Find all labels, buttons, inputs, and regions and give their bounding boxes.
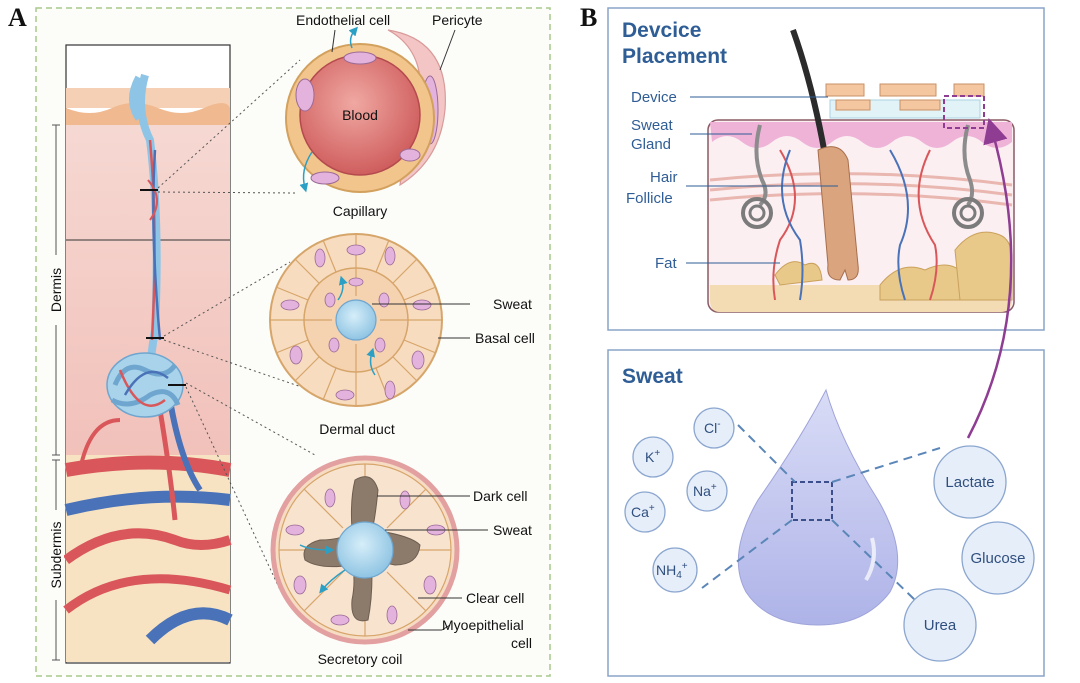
sweat-panel: Sweat Cl- K+ Na+ Ca+ NH4+ <box>607 349 1045 677</box>
na-label: Na+ <box>693 482 717 499</box>
secretory-coil-caption: Secretory coil <box>318 651 403 667</box>
pericyte-label: Pericyte <box>432 12 483 28</box>
endothelial-label: Endothelial cell <box>296 12 390 28</box>
urea-bubble <box>903 588 977 662</box>
cl-ion-bubble <box>693 407 735 449</box>
hair-follicle-label-2: Follicle <box>626 190 673 207</box>
capillary-diagram: Blood Endothelial cell Pericyte Capillar… <box>285 12 483 219</box>
na-ion-bubble <box>686 470 728 512</box>
myoepithelial-label-1: Myoepithelial <box>442 617 524 633</box>
sweat-gland-label-1: Sweat <box>631 117 674 134</box>
sweat-title: Sweat <box>622 365 683 388</box>
k-label: K+ <box>645 448 660 465</box>
ca-label: Ca+ <box>631 503 655 520</box>
hair-follicle-label-1: Hair <box>650 169 678 186</box>
wearable-device <box>825 83 985 129</box>
lactate-label: Lactate <box>945 474 994 491</box>
subdermis-label: Subdermis <box>48 522 64 589</box>
cl-label: Cl- <box>704 419 721 436</box>
placement-title-2: Placement <box>622 45 727 68</box>
fat-label: Fat <box>655 255 678 272</box>
lactate-bubble <box>933 445 1007 519</box>
basal-cell-label: Basal cell <box>475 330 535 346</box>
dark-cell-label: Dark cell <box>473 488 527 504</box>
dermal-duct-caption: Dermal duct <box>319 421 395 437</box>
device-placement-panel: Devcice Placement <box>607 7 1045 331</box>
myoepithelial-label-2: cell <box>511 635 532 651</box>
dermal-duct-diagram: Sweat Basal cell Dermal duct <box>269 233 535 437</box>
glucose-label: Glucose <box>970 550 1025 567</box>
device-label: Device <box>631 89 677 106</box>
coil-sweat-label: Sweat <box>493 522 532 538</box>
dermis-label: Dermis <box>48 268 64 312</box>
glucose-bubble <box>961 521 1035 595</box>
duct-sweat-label: Sweat <box>493 296 532 312</box>
sweat-gland-label-2: Gland <box>631 136 671 153</box>
secretory-coil-diagram: Dark cell Sweat Clear cell Myoepithelial… <box>270 455 532 667</box>
blood-label: Blood <box>342 107 378 123</box>
coil-ball <box>106 352 184 418</box>
sweat-to-device-arrow <box>966 117 1013 439</box>
panel-a-letter: A <box>8 3 27 32</box>
zoom-leaders <box>157 59 326 591</box>
depth-scale: Dermis Subdermis <box>48 124 64 661</box>
k-ion-bubble <box>632 436 674 478</box>
panel-b-letter: B <box>580 3 597 32</box>
capillary-caption: Capillary <box>333 203 387 219</box>
urea-label: Urea <box>924 617 957 634</box>
clear-cell-label: Clear cell <box>466 590 524 606</box>
nh4-ion-bubble <box>652 547 698 593</box>
skin-cross-section <box>63 44 233 664</box>
ca-ion-bubble <box>624 491 666 533</box>
placement-title-1: Devcice <box>622 19 701 42</box>
nh4-label: NH4+ <box>656 561 688 581</box>
